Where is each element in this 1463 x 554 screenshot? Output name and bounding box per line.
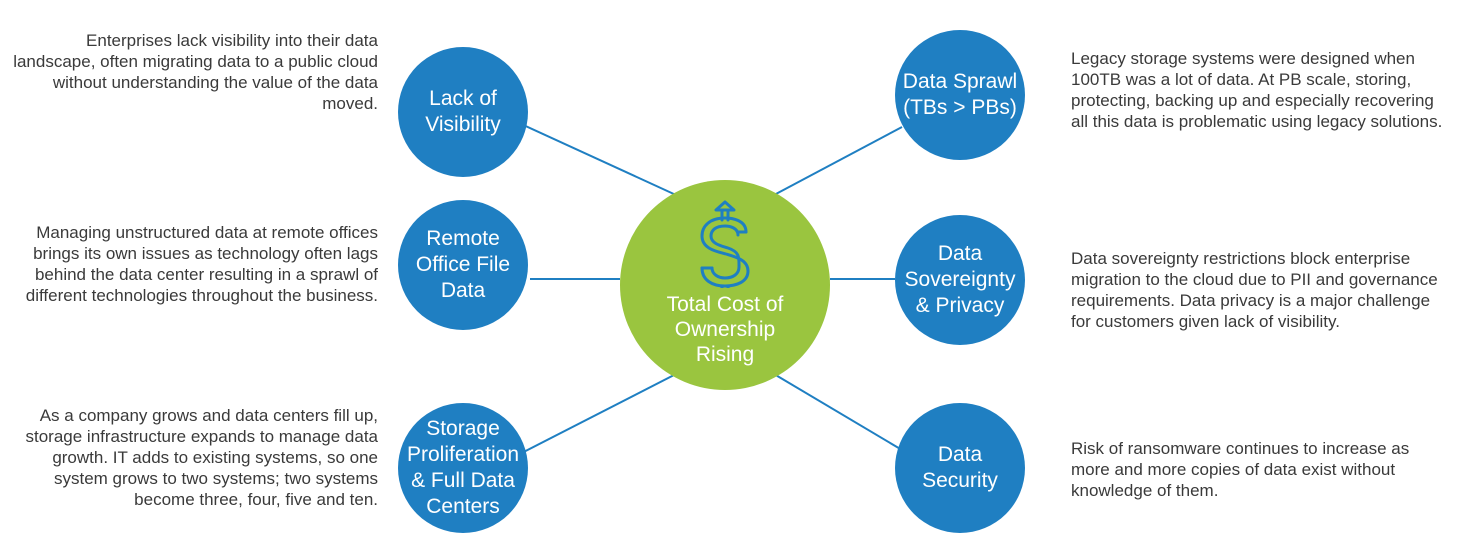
node-title: Lack of Visibility [425,87,501,136]
node-title: Data Sovereignty & Privacy [904,242,1016,317]
connector-data-sprawl [773,126,903,196]
description-lack-of-visibility: Enterprises lack visibility into their d… [13,31,378,113]
description-data-sprawl: Legacy storage systems were designed whe… [1071,49,1443,131]
center-hub: Total Cost of Ownership Rising [620,180,830,390]
description-remote-office: Managing unstructured data at remote off… [25,223,378,305]
node-title: Remote Office File Data [415,227,511,302]
description-storage-proliferation: As a company grows and data centers fill… [25,406,379,509]
description-sovereignty: Data sovereignty restrictions block ente… [1071,249,1438,331]
node-title: Data Sprawl (TBs > PBs) [902,70,1018,119]
node-title: Storage Proliferation & Full Data Center… [406,417,520,518]
node-remote-office-file-data: Remote Office File Data [398,200,528,330]
connector-security [773,373,903,451]
node-data-sprawl: Data Sprawl (TBs > PBs) [895,30,1025,160]
node-title: Data Security [922,443,998,492]
node-lack-of-visibility: Lack of Visibility [398,47,528,177]
node-data-security: Data Security [895,403,1025,533]
center-label: Total Cost of Ownership Rising [666,293,784,366]
node-storage-proliferation: Storage Proliferation & Full Data Center… [398,403,528,533]
description-security: Risk of ransomware continues to increase… [1071,439,1410,500]
dollar-up-arrow-icon [700,200,750,288]
node-data-sovereignty-privacy: Data Sovereignty & Privacy [895,215,1025,345]
